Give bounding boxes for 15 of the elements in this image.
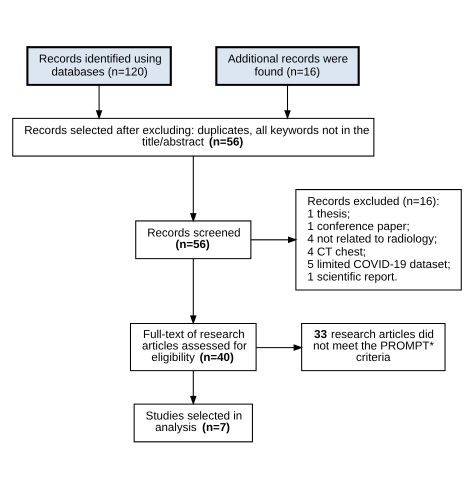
arrow — [96, 85, 102, 120]
node-box: Additional records were found (n=16) — [215, 46, 360, 86]
node-box: Full-text of research articles assessed for eligibility (n=40) — [130, 323, 257, 372]
node-box: Records identified using databases (n=120) — [26, 46, 172, 86]
node-box: 33 research articles did not meet the PROMPT* criteria — [301, 323, 446, 372]
arrow — [190, 156, 197, 222]
node-box: Studies selected in analysis (n=7) — [134, 404, 253, 442]
node-box: Records selected after excluding: duplicates, all keywords not in the title/abstract (n=56) — [12, 118, 374, 157]
arrow — [190, 258, 197, 325]
node-box: Records excluded (n=16): 1 thesis; 1 conference paper; 4 not related to radiology; 4 CT chest; 5 limited COVID-19 dataset; 1 scientific report. — [295, 189, 462, 291]
node-box: Records screened (n=56) — [135, 220, 252, 260]
arrow — [256, 344, 304, 351]
arrow — [190, 370, 197, 406]
arrow — [250, 236, 298, 244]
arrow — [284, 85, 291, 120]
